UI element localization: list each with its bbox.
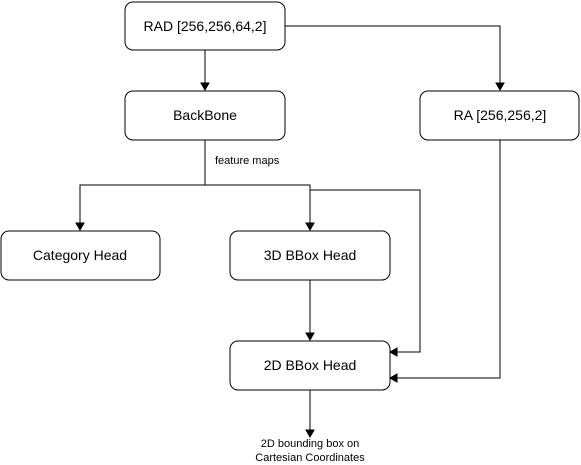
node-3d-bbox-head-box xyxy=(229,230,391,281)
edge-backbone-to-2d-bbox-head xyxy=(310,189,421,353)
edge-backbone-to-category-head xyxy=(79,184,205,224)
node-ra-label: RA [256,256,2] xyxy=(454,107,547,123)
node-category-head: Category Head xyxy=(0,230,161,281)
node-category-head-box xyxy=(0,230,161,281)
node-rad-box xyxy=(124,1,286,51)
node-backbone: BackBone xyxy=(124,90,286,141)
node-ra-box xyxy=(419,90,580,141)
node-ra: RA [256,256,2] xyxy=(419,90,580,141)
arrowhead-3d-bbox-head xyxy=(305,222,315,232)
output-label-line2: Cartesian Coordinates xyxy=(255,452,365,464)
arrowhead-ra xyxy=(495,82,505,92)
node-category-head-label: Category Head xyxy=(33,247,127,263)
node-3d-bbox-head-label: 3D BBox Head xyxy=(264,247,357,263)
node-backbone-label: BackBone xyxy=(173,107,237,123)
edge-label-feature-maps: feature maps xyxy=(215,155,280,167)
node-2d-bbox-head: 2D BBox Head xyxy=(229,340,391,391)
edge-ra-to-2d-bbox-head xyxy=(396,140,501,379)
node-2d-bbox-head-box xyxy=(229,340,391,391)
node-rad: RAD [256,256,64,2] xyxy=(124,1,286,51)
edges xyxy=(75,25,505,439)
arrowhead-2d-bbox-head-top xyxy=(305,332,315,342)
node-rad-label: RAD [256,256,64,2] xyxy=(144,18,267,34)
output-label-line1: 2D bounding box on xyxy=(261,438,359,450)
edge-rad-to-ra xyxy=(285,25,501,84)
arrowhead-2d-bbox-head-lower xyxy=(388,373,398,383)
node-backbone-box xyxy=(124,90,286,141)
arrowhead-output xyxy=(305,429,315,439)
node-2d-bbox-head-label: 2D BBox Head xyxy=(264,357,357,373)
node-3d-bbox-head: 3D BBox Head xyxy=(229,230,391,281)
edge-backbone-to-3d-bbox-head xyxy=(205,184,311,224)
arrowhead-category-head xyxy=(75,222,85,232)
arrowhead-backbone xyxy=(200,82,210,92)
arrowhead-2d-bbox-head-upper xyxy=(388,347,398,357)
